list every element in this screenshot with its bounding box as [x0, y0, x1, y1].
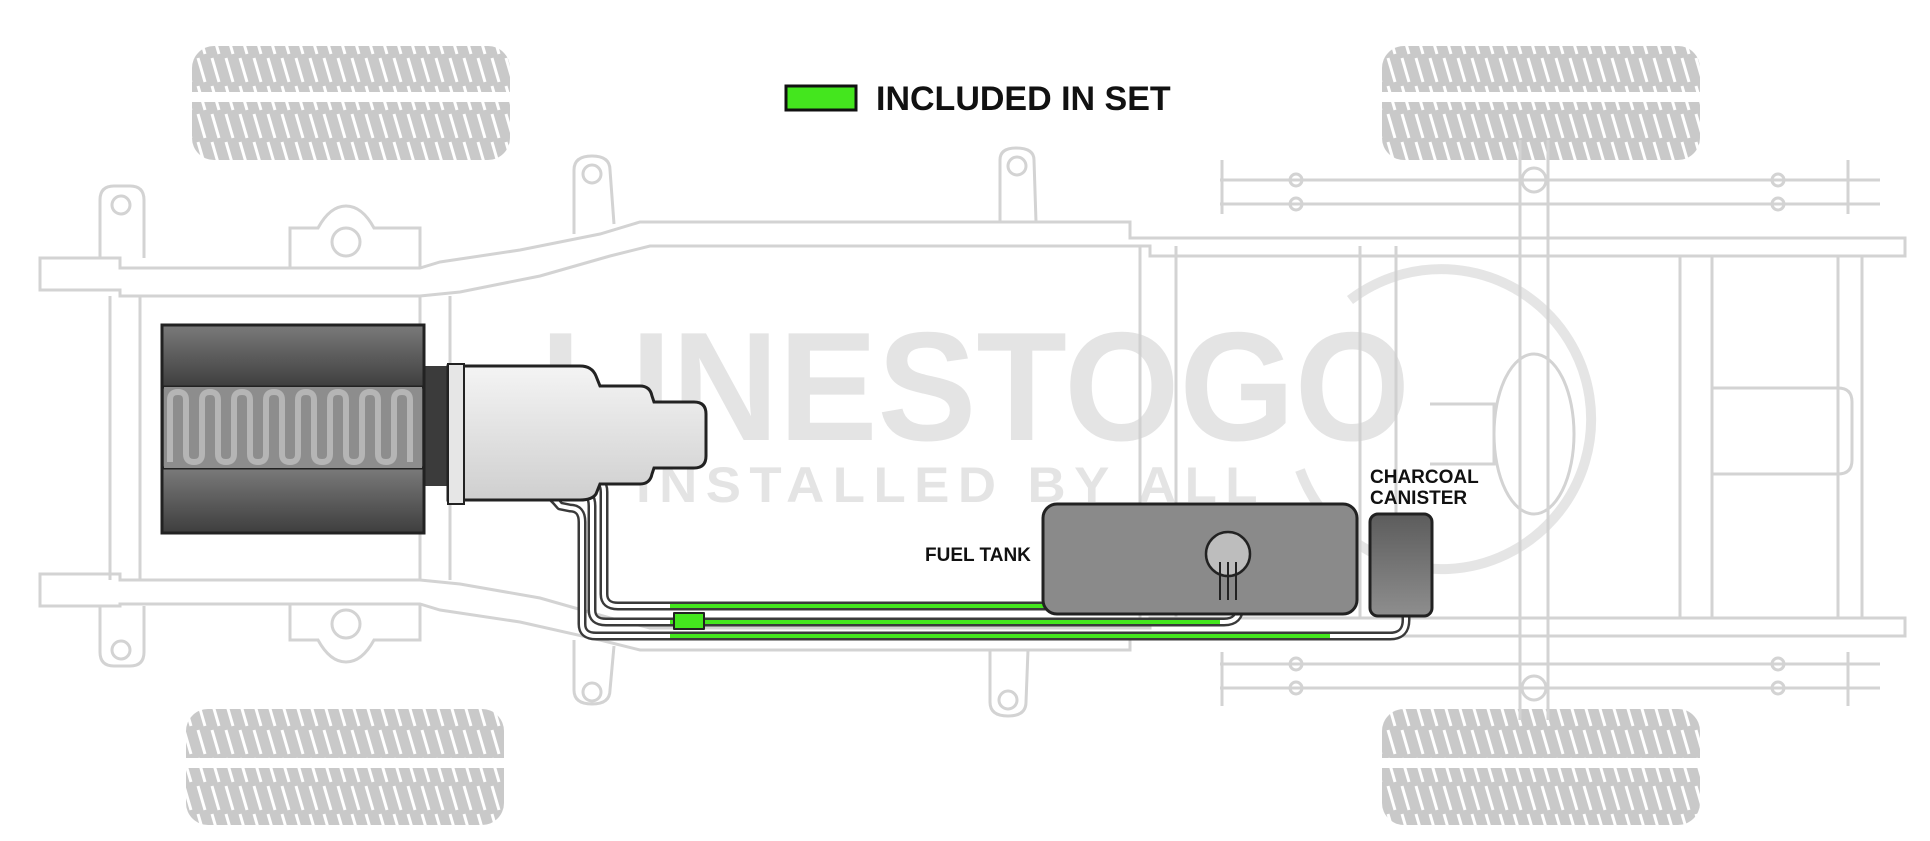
- legend-swatch: [784, 84, 858, 112]
- charcoal-canister-label-line1: CHARCOAL: [1370, 467, 1479, 488]
- engine-icon: [160, 323, 448, 535]
- fuel-tank-icon: [1041, 502, 1359, 616]
- legend-label: INCLUDED IN SET: [876, 80, 1171, 118]
- fuel-tank-label: FUEL TANK: [925, 545, 1031, 566]
- tire-front-right-icon: [186, 709, 504, 825]
- tire-front-left-icon: [192, 46, 510, 160]
- canister-icon: [1368, 512, 1434, 618]
- fuel-line-connector-icon: [673, 612, 705, 630]
- tire-rear-right-icon: [1382, 709, 1700, 825]
- transmission-icon: [446, 363, 708, 505]
- legend: INCLUDED IN SET: [784, 80, 1171, 118]
- charcoal-canister-label-line2: CANISTER: [1370, 488, 1467, 509]
- tire-rear-left-icon: [1382, 46, 1700, 160]
